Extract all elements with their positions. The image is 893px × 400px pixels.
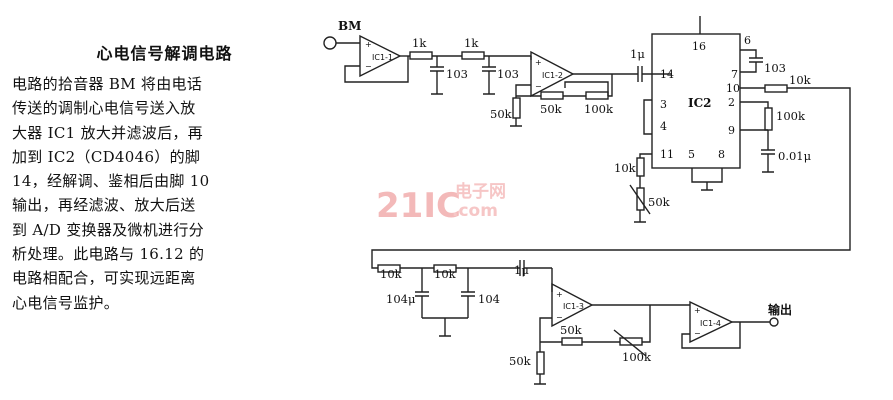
svg-text:+: + <box>556 290 563 299</box>
opamp-ic1-3: + − IC1-3 <box>551 282 594 328</box>
capacitor-value: 1μ <box>630 47 645 61</box>
body-line: 电路的拾音器 BM 将由电话 <box>12 75 203 93</box>
watermark-brand: 21IC <box>376 186 461 226</box>
capacitor-c7: 104 <box>461 268 500 318</box>
resistor-r6: 10k <box>764 73 812 93</box>
resistor-value: 50k <box>509 354 532 368</box>
resistor-value: 50k <box>648 195 671 209</box>
capacitor-value: 103 <box>497 67 519 81</box>
body-line: 心电信号监护。 <box>12 293 120 312</box>
resistor-value: 50k <box>540 102 563 116</box>
resistor-value: 100k <box>584 102 614 116</box>
resistor-value: 10k <box>614 161 637 175</box>
opamp-ic1-1: + − IC1-1 <box>359 34 402 78</box>
opamp-ic1-2: + − IC1-2 <box>530 50 575 98</box>
capacitor-value: 104μ <box>386 292 416 306</box>
resistor-r10: 10k <box>377 264 403 281</box>
watermark-site: 电子网 <box>455 181 506 202</box>
output-terminal: 输出 <box>768 302 792 327</box>
opamp-ic1-4: + − IC1-4 <box>689 300 734 344</box>
page-title: 心电信号解调电路 <box>96 44 233 63</box>
capacitor-c6: 104μ <box>386 268 429 318</box>
resistor-r12: 50k <box>540 323 583 346</box>
opamp-label: IC1-3 <box>563 302 584 311</box>
capacitor-value: 1μ <box>514 263 529 277</box>
pin-label: 7 <box>731 68 738 81</box>
body-line: 电路相配合，可实现远距离 <box>12 269 196 288</box>
body-line: 大器 IC1 放大并滤波后，再 <box>12 123 203 142</box>
resistor-value: 100k <box>622 350 652 364</box>
svg-text:+: + <box>535 58 542 67</box>
capacitor-c3: 1μ <box>630 47 645 82</box>
resistor-r13: 100k <box>582 305 652 364</box>
label-bm: BM <box>338 19 361 33</box>
body-line: 14，经解调、鉴相后由脚 10 <box>12 172 210 191</box>
resistor-value: 10k <box>434 267 457 281</box>
svg-text:−: − <box>694 329 701 338</box>
svg-text:−: − <box>535 82 542 91</box>
resistor-r2: 1k <box>461 36 485 60</box>
ic2-label: IC2 <box>688 96 712 110</box>
opamp-label: IC1-1 <box>372 53 393 62</box>
svg-text:+: + <box>694 306 701 315</box>
pin-label: 10 <box>726 82 740 95</box>
resistor-value: 50k <box>490 107 513 121</box>
svg-text:−: − <box>556 313 563 322</box>
resistor-value: 10k <box>789 73 812 87</box>
resistor-r9: 50k <box>629 176 671 223</box>
pin-label: 2 <box>728 96 735 109</box>
resistor-r1: 1k <box>409 36 433 60</box>
resistor-r4: 50k <box>516 91 564 116</box>
capacitor-value: 103 <box>446 67 468 81</box>
resistor-value: 1k <box>464 36 479 50</box>
opamp-label: IC1-2 <box>542 71 563 80</box>
pin-label: 14 <box>660 68 674 81</box>
watermark-logo: 21IC 电子网 .com <box>376 181 506 226</box>
pin-label: 11 <box>660 148 674 161</box>
svg-text:−: − <box>365 62 372 71</box>
pin-label: 16 <box>692 40 706 53</box>
body-line: 传送的调制心电信号送入放 <box>12 99 196 118</box>
pin-label: 3 <box>660 98 667 111</box>
capacitor-c4: 103 <box>740 49 786 75</box>
pin-label: 9 <box>728 124 735 137</box>
capacitor-c1: 103 <box>430 56 468 95</box>
capacitor-value: 103 <box>764 61 786 75</box>
opamp-label: IC1-4 <box>700 319 721 328</box>
body-line: 析处理。此电路与 16.12 的 <box>12 245 205 264</box>
resistor-r8: 10k <box>614 157 645 177</box>
description-text: 心电信号解调电路 电路的拾音器 BM 将由电话 传送的调制心电信号送入放 大器 … <box>12 40 277 315</box>
capacitor-value: 0.01μ <box>778 149 812 163</box>
svg-text:+: + <box>365 40 372 49</box>
capacitor-value: 104 <box>478 292 500 306</box>
resistor-r14: 50k <box>509 342 546 385</box>
resistor-value: 100k <box>776 109 806 123</box>
label-output: 输出 <box>768 302 792 317</box>
circuit-schematic: 21IC 电子网 .com BM + − IC1-1 1k 103 1k 103 <box>323 16 851 385</box>
resistor-r3: 50k <box>490 97 522 127</box>
pin-label: 5 <box>688 148 695 161</box>
capacitor-c2: 103 <box>482 56 519 95</box>
resistor-value: 50k <box>560 323 583 337</box>
body-line: 加到 IC2（CD4046）的脚 <box>12 147 201 166</box>
resistor-r11: 10k <box>433 264 457 281</box>
ic2-chip: IC2 16 14 3 4 11 5 8 6 7 10 2 9 <box>651 16 751 169</box>
resistor-r7: 100k <box>764 107 806 131</box>
resistor-value: 10k <box>380 267 403 281</box>
pin-label: 4 <box>660 120 667 133</box>
body-line: 输出，再经滤波、放大后送 <box>12 196 196 215</box>
pin-label: 6 <box>744 34 751 47</box>
resistor-r5: 100k <box>563 74 614 116</box>
resistor-value: 1k <box>412 36 427 50</box>
capacitor-c5: 0.01μ <box>761 130 812 173</box>
body-line: 到 A/D 变换器及微机进行分 <box>12 220 204 239</box>
microphone-input: BM <box>323 19 361 50</box>
watermark-domain: .com <box>452 201 498 221</box>
pin-label: 8 <box>718 148 725 161</box>
